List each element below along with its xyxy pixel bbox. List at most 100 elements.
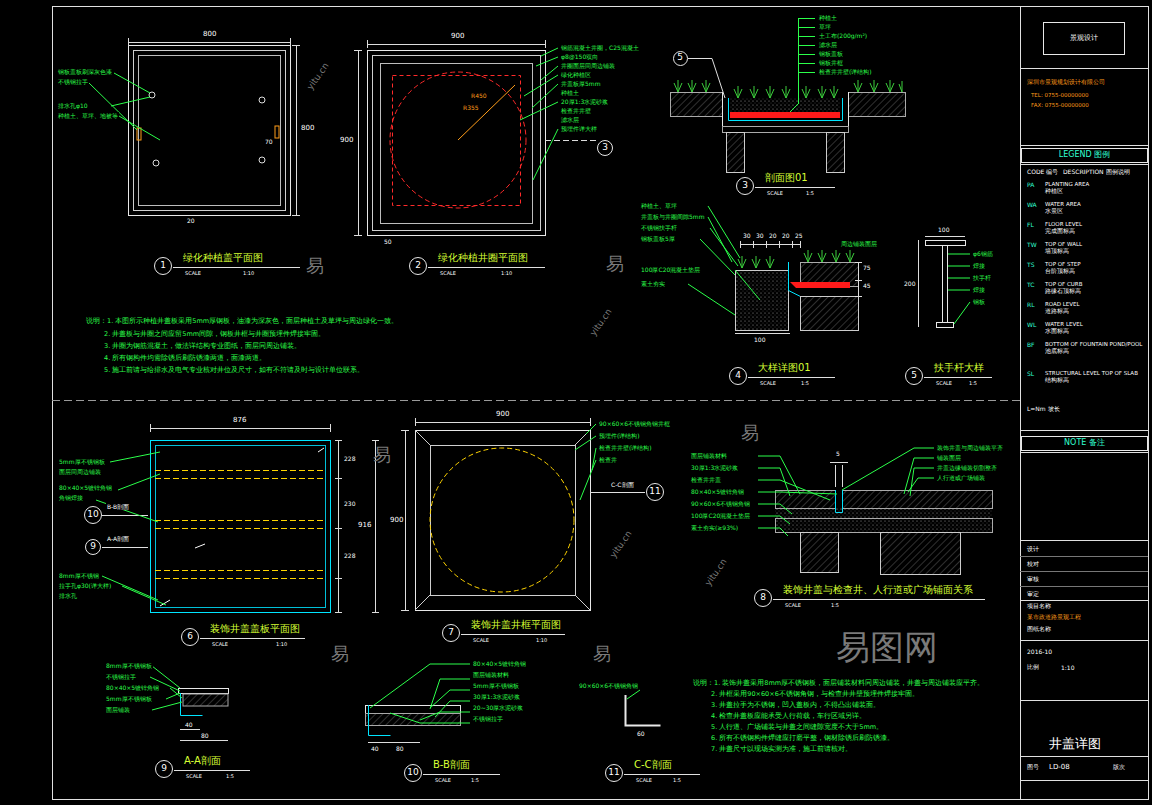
planting-section: [729, 98, 843, 121]
note-line: 2. 井框采用90×60×6不锈钢角钢，与检查井井壁预埋件焊接牢固。: [710, 691, 920, 699]
view-title: 剖面图01: [764, 172, 809, 184]
handrail-detail: [954, 302, 970, 324]
cover-plate-plan: [110, 452, 160, 462]
dimension: 228: [343, 455, 356, 462]
callout-label: φ6钢筋: [972, 250, 994, 257]
watermark: yitu.cn: [703, 557, 729, 589]
cover-plate-plan: [375, 440, 376, 612]
sheet-frame: [1020, 145, 1148, 146]
view-title: A-A剖面: [183, 755, 222, 767]
planting-section: [849, 93, 906, 117]
callout-number: 3: [736, 177, 754, 195]
planting-ring-plan: [367, 40, 368, 48]
manhole-paving-section: [775, 508, 992, 518]
section-aa: [180, 740, 228, 741]
view-title: C-C剖面: [633, 759, 673, 771]
callout-label: 井圈面层同周边铺装: [560, 62, 616, 69]
dimension: 50: [383, 238, 393, 245]
planting-cover-plan: [114, 73, 150, 93]
callout-label: 检查井井壁(详结构): [598, 444, 653, 451]
signature-field: 设计: [1026, 545, 1040, 552]
title-block-band: 景观设计: [1043, 22, 1125, 55]
title-underlines: [173, 267, 300, 268]
callout-number: 11: [605, 764, 623, 782]
legend-code: TC: [1026, 281, 1036, 288]
legend-description: STRUCTURAL LEVEL TOP OF SLAB: [1044, 370, 1146, 377]
scale-note: 1:10: [242, 270, 255, 276]
title-underlines: [773, 599, 985, 600]
legend-description: 路缘石顶标高: [1044, 288, 1082, 295]
callout-number: 10: [404, 764, 422, 782]
legend-code: WA: [1026, 201, 1038, 208]
handrail-detail: [948, 266, 970, 267]
legend-description: BOTTOM OF FOUNTAIN POND/POOL: [1044, 341, 1146, 348]
callout-label: 80×40×5镀锌角钢: [472, 660, 527, 667]
planting-section: [790, 104, 798, 112]
callout-label: 素土夯实(≥93%): [690, 524, 739, 531]
legend-description: TOP OF STEP: [1044, 261, 1146, 268]
callout-label: TEL: 0755-00000000: [1030, 92, 1089, 99]
scale-note: 1:5: [968, 380, 978, 386]
planting-section: [671, 93, 723, 117]
legend-description: 墙顶标高: [1044, 248, 1070, 255]
cover-plate-plan: [122, 586, 166, 605]
dimension: R450: [470, 92, 488, 99]
scale-note: SCALE: [766, 190, 784, 196]
title-underlines: [423, 774, 500, 775]
scale-note: SCALE: [472, 637, 490, 643]
legend-code: TW: [1026, 241, 1038, 248]
legend-description: 水景区: [1044, 208, 1064, 215]
sheet-frame: [1020, 6, 1021, 799]
callout-label: 拉手孔φ30(详大样): [58, 582, 112, 589]
planting-ring-plan: [367, 44, 545, 45]
dimension: 30: [742, 232, 752, 239]
callout-label: 不锈钢拉手: [472, 715, 504, 722]
callout-label: 土工布(200g/m²): [818, 32, 868, 39]
note-line: 5. 人行道、广场铺装与井盖之间缝隙宽度不大于5mm。: [710, 724, 884, 732]
sheet-frame: [1020, 540, 1148, 541]
cover-frame-plan: [592, 448, 596, 470]
callout-label: 2016-10: [1026, 648, 1053, 655]
planting-ring-plan: [524, 75, 558, 96]
manhole-paving-section: [758, 456, 837, 536]
callout-text: 5: [677, 53, 683, 63]
callout-label: 面层铺装材料: [690, 452, 728, 459]
detail-section: [738, 250, 854, 268]
handrail-detail: [948, 254, 970, 255]
callout-label: 80×40×5镀锌角钢: [690, 488, 745, 495]
planting-ring-plan: [458, 85, 515, 140]
callout-label: 80×40×5镀锌角钢: [105, 684, 160, 691]
callout-label: 滤水层: [560, 116, 580, 123]
dimension: 100: [937, 226, 950, 233]
callout-label: 图纸名称: [1026, 626, 1052, 633]
callout-number: 6: [181, 628, 199, 646]
note-line: 6. 所有不锈钢构件焊缝应打磨平整，钢材除锈后刷防锈漆。: [710, 735, 895, 743]
callout-label: 不锈钢拉手: [105, 673, 137, 680]
sheet-frame: [52, 6, 1149, 800]
band-text: 景观设计: [1070, 35, 1098, 43]
callout-label: 钢筋混凝土井圈，C25混凝土: [560, 44, 640, 51]
planting-ring-plan: [393, 76, 521, 206]
callout-label: 某市政道路景观工程: [1026, 613, 1082, 620]
title-underlines: [624, 774, 700, 775]
callout-label: 100厚C20混凝土垫层: [640, 266, 701, 273]
cover-frame-plan: [416, 431, 591, 611]
callout-label: 100厚C20混凝土垫层: [690, 512, 751, 519]
detail-section: [801, 297, 859, 331]
callout-number: 1: [154, 257, 172, 275]
callout-label: 种植土: [560, 89, 580, 96]
callout-label: 预埋件详大样: [560, 125, 598, 132]
scale-note: SCALE: [759, 380, 777, 386]
planting-cover-plan: [296, 45, 297, 215]
callout-label: 扶手杆: [972, 274, 992, 281]
cover-plate-plan: [372, 441, 379, 613]
dimension: 80: [200, 732, 210, 739]
callout-number: 9: [85, 539, 101, 555]
callout-label: 90×60×6不锈钢角钢: [578, 682, 639, 689]
planting-ring-plan: [354, 50, 362, 51]
callout-text: 6: [187, 632, 193, 642]
cover-frame-plan: [575, 436, 596, 450]
watermark: 易: [305, 257, 325, 275]
cover-frame-plan: [415, 430, 590, 610]
dimension: 45: [862, 282, 872, 289]
